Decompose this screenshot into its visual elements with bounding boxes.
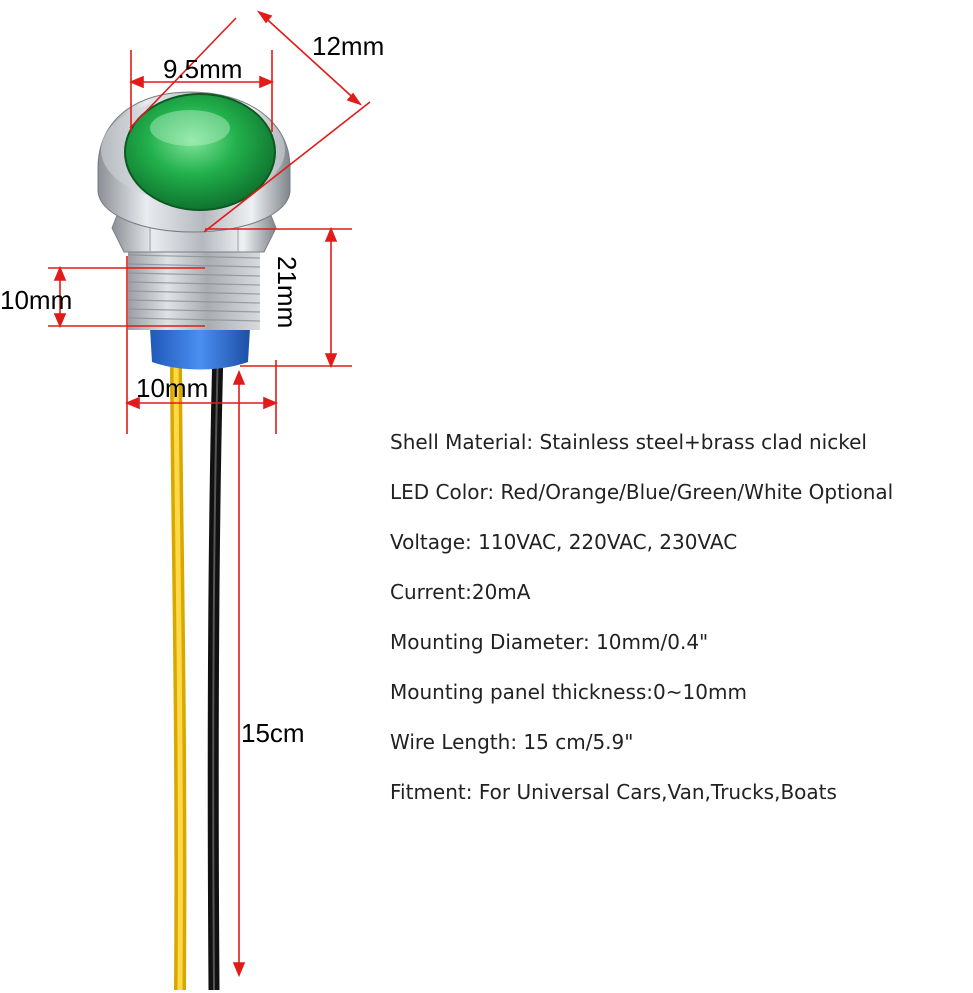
dimension-label-lens-diameter: 9.5mm	[163, 54, 243, 84]
dimension-label-thread-length: 10mm	[0, 285, 73, 315]
green-lens	[124, 93, 276, 211]
spec-list: Shell Material: Stainless steel+brass cl…	[390, 428, 973, 828]
spec-shell-material: Shell Material: Stainless steel+brass cl…	[390, 430, 867, 454]
dimension-label-wire-length: 15cm	[241, 718, 305, 748]
spec-fitment: Fitment: For Universal Cars,Van,Trucks,B…	[390, 780, 837, 804]
threaded-body	[127, 238, 261, 330]
spec-voltage: Voltage: 110VAC, 220VAC, 230VAC	[390, 530, 738, 554]
dimension-lines	[48, 10, 371, 978]
spec-panel-thickness: Mounting panel thickness:0~10mm	[390, 680, 747, 704]
spec-led-color: LED Color: Red/Orange/Blue/Green/White O…	[390, 480, 894, 504]
blue-ring	[150, 328, 250, 370]
dimension-label-body-height: 21mm	[272, 256, 302, 329]
spec-mounting-diameter: Mounting Diameter: 10mm/0.4"	[390, 630, 709, 654]
dimension-label-thread-diameter: 10mm	[136, 373, 209, 403]
spec-wire-length: Wire Length: 15 cm/5.9"	[390, 730, 634, 754]
dimension-label-top-width: 12mm	[312, 31, 385, 61]
yellow-wire	[170, 349, 187, 991]
black-wire	[207, 349, 224, 991]
spec-current: Current:20mA	[390, 580, 531, 604]
